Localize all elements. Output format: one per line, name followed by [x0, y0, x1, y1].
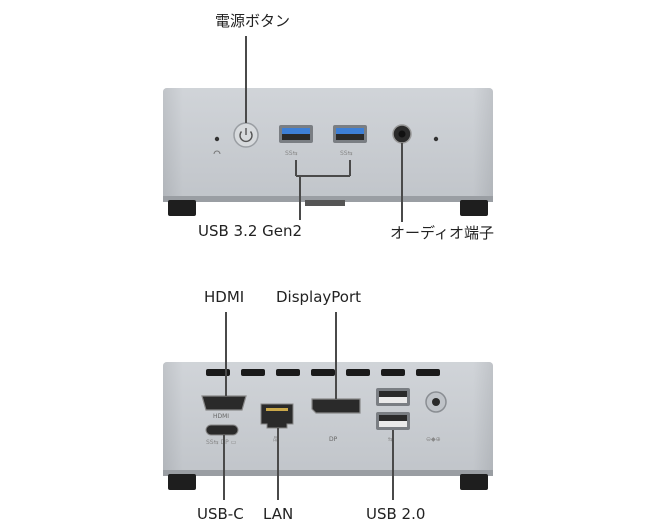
- svg-text:⊖◆⊕: ⊖◆⊕: [426, 436, 441, 443]
- rear-foot-right: [460, 474, 488, 490]
- displayport-port[interactable]: [311, 398, 361, 414]
- label-displayport: DisplayPort: [276, 288, 362, 306]
- label-usb-2-0: USB 2.0: [366, 505, 426, 523]
- front-panel: SS⇆ SS⇆: [163, 88, 493, 216]
- label-power-button: 電源ボタン: [215, 12, 291, 30]
- label-usb-3-2: USB 3.2 Gen2: [198, 222, 303, 240]
- front-led-left: [214, 136, 220, 142]
- front-led-right: [433, 136, 439, 142]
- label-hdmi: HDMI: [204, 288, 245, 306]
- leader-lines: [223, 36, 403, 500]
- label-usb-c: USB-C: [197, 505, 244, 523]
- vent-slots: [206, 369, 440, 376]
- label-lan: LAN: [263, 505, 294, 523]
- hdmi-port-text: HDMI: [213, 413, 229, 420]
- rear-foot-left: [168, 474, 196, 490]
- svg-text:SS⇆ DP ▭: SS⇆ DP ▭: [206, 439, 236, 446]
- svg-text:⇆: ⇆: [388, 436, 393, 443]
- svg-text:SS⇆: SS⇆: [340, 150, 353, 157]
- usb-c-port[interactable]: [205, 424, 239, 436]
- label-audio-jack: オーディオ端子: [390, 224, 494, 242]
- svg-text:品: 品: [273, 436, 279, 443]
- dp-port-text: DP: [329, 436, 338, 443]
- rear-panel: HDMI SS⇆ DP ▭ 品 DP ⇆ ⊖◆⊕: [163, 362, 493, 490]
- lan-port[interactable]: [260, 403, 294, 429]
- front-foot-right: [460, 200, 488, 216]
- front-foot-left: [168, 200, 196, 216]
- svg-text:SS⇆: SS⇆: [285, 150, 298, 157]
- hdmi-port[interactable]: [201, 395, 247, 411]
